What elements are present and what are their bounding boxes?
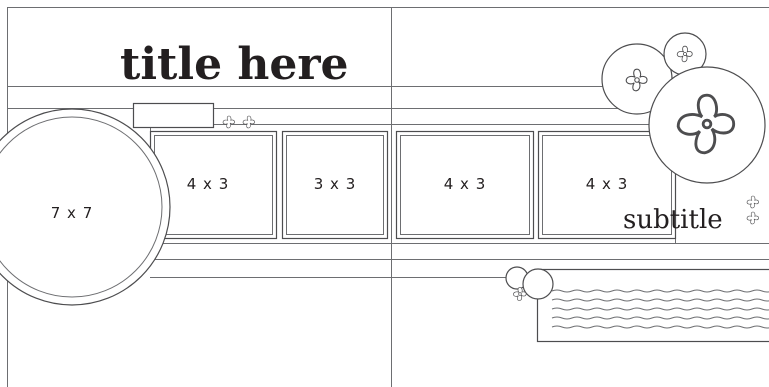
photo-label: 7 x 7	[51, 204, 94, 222]
photo-4x3-a: 4 x 3	[151, 132, 277, 239]
flower-icon	[747, 196, 759, 208]
photo-label: 4 x 3	[444, 175, 487, 193]
photo-label: 3 x 3	[314, 175, 357, 193]
photo-label: 4 x 3	[187, 175, 230, 193]
photo-3x3: 3 x 3	[283, 132, 388, 239]
title-tab	[134, 104, 214, 128]
page-title: title here	[120, 39, 349, 90]
page-subtitle: subtitle	[623, 205, 723, 235]
flower-icon	[747, 212, 759, 224]
journal-embellishment-circles	[506, 267, 553, 299]
flower-icon	[243, 116, 255, 128]
flower-icon	[223, 116, 235, 128]
photo-label: 4 x 3	[586, 175, 629, 193]
photo-4x3-b: 4 x 3	[397, 132, 534, 239]
photo-7x7-circle: 7 x 7	[0, 109, 170, 305]
journaling-box	[538, 270, 769, 342]
